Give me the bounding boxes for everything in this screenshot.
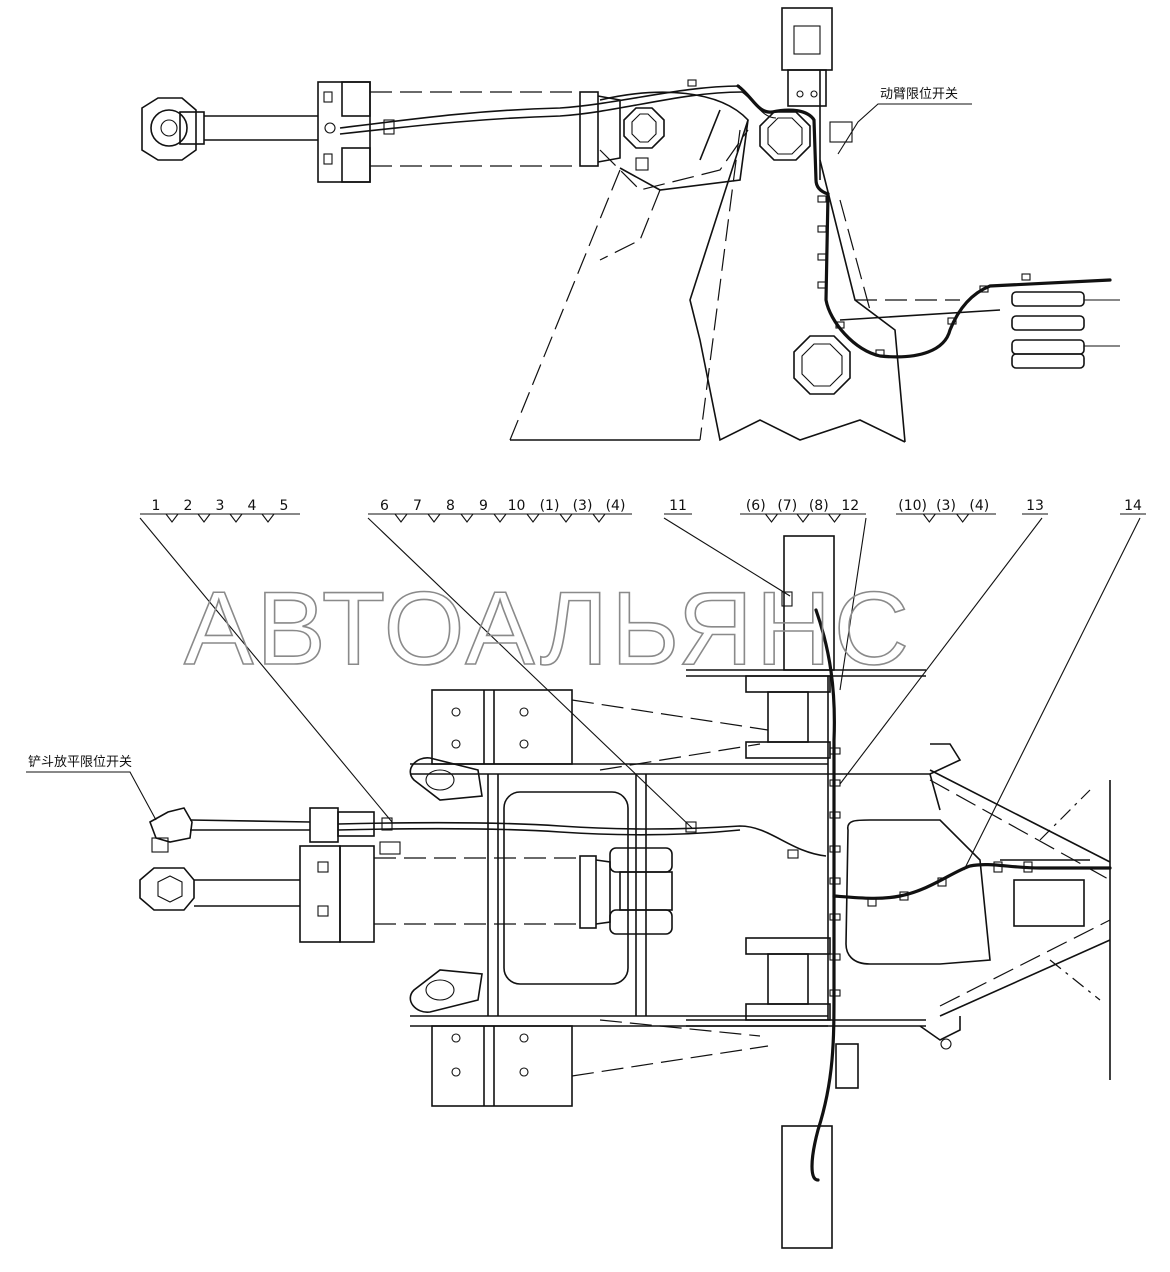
callout-separator — [394, 513, 408, 523]
callout-separator — [828, 513, 841, 523]
spacer-stack — [1011, 291, 1120, 369]
callout-separator — [592, 513, 606, 523]
callout-number: (6) — [746, 498, 766, 514]
callout-separator — [197, 513, 211, 523]
cylinder-rod — [204, 115, 318, 141]
side-view: 动臂限位开关 — [141, 7, 1120, 443]
main-cylinder — [139, 841, 673, 943]
upper-bearing — [745, 675, 831, 759]
bolt-hole-icon — [451, 739, 461, 749]
cylinder-barrel — [370, 91, 621, 167]
hinge-lug-bottom — [409, 969, 483, 1013]
callout-number: 8 — [446, 498, 455, 514]
leader-lines — [26, 517, 1141, 871]
lower-bearing — [745, 937, 831, 1021]
rear-frame — [828, 743, 1111, 1089]
callout-number: (3) — [573, 498, 593, 514]
watermark: АВТОАЛЬЯНС — [184, 571, 912, 687]
frame-plate-bottom — [431, 1025, 573, 1107]
callout-number: 11 — [669, 498, 687, 514]
bolt-hole-icon — [451, 707, 461, 717]
callout-number: 14 — [1124, 498, 1142, 514]
callout-separator — [493, 513, 507, 523]
callout-number: 5 — [280, 498, 289, 514]
hex-nut-icon — [759, 111, 811, 161]
callout-number: 13 — [1026, 498, 1044, 514]
callout-number: (4) — [969, 498, 989, 514]
bolt-hole-icon — [451, 1067, 461, 1077]
callout-separator — [460, 513, 474, 523]
bucket-hinge — [141, 97, 205, 161]
bolt-hole-icon — [451, 1033, 461, 1043]
hex-nut-icon — [793, 335, 851, 395]
callout-number: (8) — [809, 498, 829, 514]
callout-number: 1 — [152, 498, 161, 514]
harness-clips — [687, 79, 1031, 357]
callout-separator — [427, 513, 441, 523]
callout-separator — [261, 513, 275, 523]
bolt-hole-icon — [519, 707, 529, 717]
callout-separator — [526, 513, 540, 523]
callout-separator — [922, 513, 936, 523]
frame-rails — [410, 699, 828, 1077]
frame-outline — [509, 119, 1001, 443]
callout-separator — [956, 513, 970, 523]
frame-plate-top — [431, 689, 573, 765]
callout-separator — [165, 513, 179, 523]
limit-switch-housing — [781, 7, 833, 107]
boom-limit-switch-label: 动臂限位开关 — [880, 87, 958, 102]
callout-number: (4) — [606, 498, 626, 514]
bolt-hole-icon — [519, 1033, 529, 1043]
cylinder-head — [317, 81, 395, 183]
callout-number: 9 — [479, 498, 488, 514]
callout-separator — [559, 513, 573, 523]
callout-number: 7 — [413, 498, 422, 514]
plan-harness-clips — [781, 591, 1033, 997]
bolt-hole-icon — [519, 739, 529, 749]
callout-number: 3 — [216, 498, 225, 514]
callout-number: (3) — [936, 498, 956, 514]
bucket-level-limit-switch-label: 铲斗放平限位开关 — [28, 755, 132, 770]
boom-arm — [599, 91, 749, 261]
callout-number: 10 — [508, 498, 526, 514]
callout-separator — [229, 513, 243, 523]
callout-number: (10) — [898, 498, 927, 514]
callout-separator — [765, 513, 778, 523]
callout-number: 4 — [248, 498, 257, 514]
bolt-hole-icon — [519, 1067, 529, 1077]
plan-view: 铲斗放平限位开关 — [26, 517, 1141, 1249]
callout-separator — [796, 513, 810, 523]
callout-number: 6 — [380, 498, 389, 514]
hinge-lug-top — [409, 757, 483, 801]
callout-number: (1) — [540, 498, 560, 514]
callout-number: (7) — [777, 498, 797, 514]
callout-number: 2 — [184, 498, 193, 514]
callout-number: 12 — [841, 498, 859, 514]
hex-nut-icon — [623, 107, 665, 171]
